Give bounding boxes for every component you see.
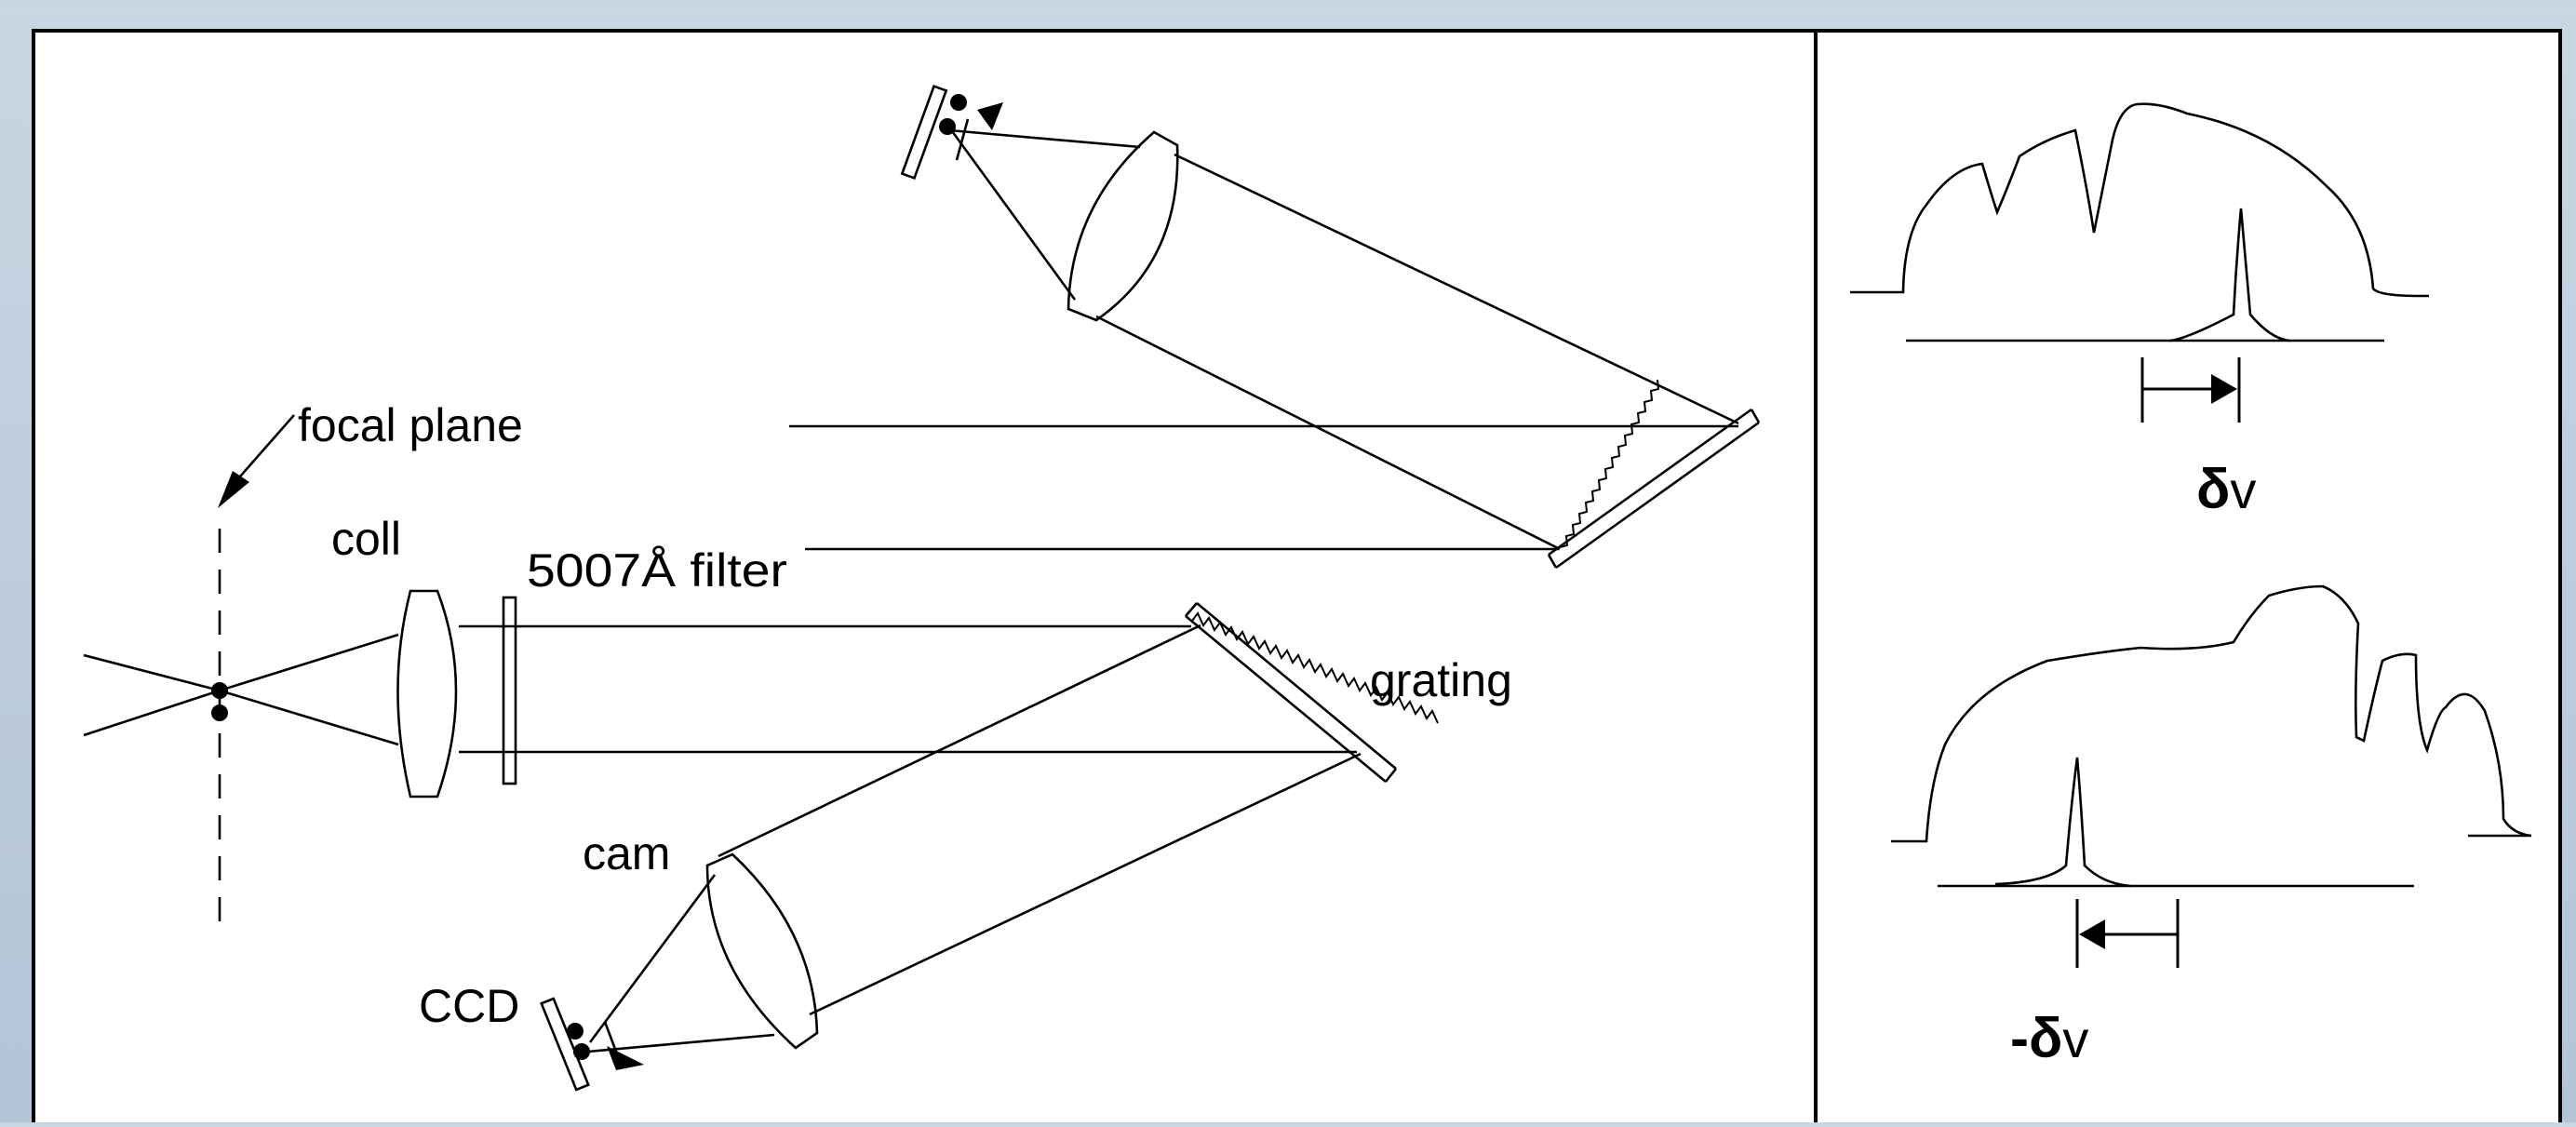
focal-plane-pointer [239, 414, 295, 477]
ccd-lower-dot-2 [573, 1043, 590, 1060]
coll-ray-upper [219, 633, 399, 692]
instrument-panel [32, 29, 1818, 1127]
ccd-lower-dot-1 [567, 1023, 584, 1040]
grating-upper [1547, 379, 1761, 570]
label-delta-v-positive: δv [2196, 458, 2256, 520]
camera-lens-upper [1067, 130, 1179, 322]
grating-lower [1185, 602, 1439, 784]
ccd-upper-arrowhead [977, 102, 1003, 130]
ccd-upper-dot-1 [950, 94, 967, 111]
label-filter: 5007Å filter [527, 544, 787, 597]
label-focal-plane: focal plane [298, 399, 523, 451]
shift-pos-arrowhead [2211, 374, 2237, 404]
shift-neg-arrowhead [2079, 919, 2105, 949]
lower-diffracted-top [718, 624, 1201, 858]
markers [211, 94, 1003, 1070]
label-delta-v-negative: -δv [2010, 1007, 2088, 1069]
cam-ray-lower [587, 1033, 775, 1053]
label-grating: grating [1370, 654, 1512, 706]
shift-arrowheads [2079, 374, 2237, 949]
upper-diffracted-top [1174, 153, 1739, 425]
upper-cam-ray-a [948, 128, 1141, 149]
optics-lines [83, 84, 2532, 1092]
camera-lens-lower [705, 852, 819, 1050]
spectrum-bottom-continuum [1891, 584, 2532, 843]
upper-cam-ray-b [946, 124, 1077, 301]
spectra-panel [1814, 29, 2562, 1127]
coll-ray-lower [219, 689, 399, 746]
spectrum-bottom-line [1994, 757, 2132, 888]
focal-plane-arrowhead [218, 471, 249, 508]
focal-dot-1 [211, 682, 228, 699]
collimator-lens [396, 589, 458, 798]
ccd-lower-arrowhead [607, 1046, 644, 1070]
filter-plate [502, 596, 517, 785]
label-ccd: CCD [419, 980, 519, 1032]
cam-ray-upper [588, 874, 717, 1043]
ccd-upper-dot-2 [939, 118, 956, 135]
lower-diffracted-bottom [809, 752, 1362, 1016]
spectrum-top-line [2169, 208, 2290, 342]
focal-dot-2 [211, 704, 228, 721]
input-ray-lower [83, 689, 221, 737]
shift-arrows [2075, 357, 2241, 968]
input-ray-upper [83, 653, 221, 692]
spectrum-top-continuum [1850, 102, 2429, 298]
label-coll: coll [331, 513, 401, 565]
upper-diffracted-bottom [1095, 315, 1561, 551]
label-cam: cam [583, 827, 670, 879]
ccd-upper [900, 84, 970, 181]
